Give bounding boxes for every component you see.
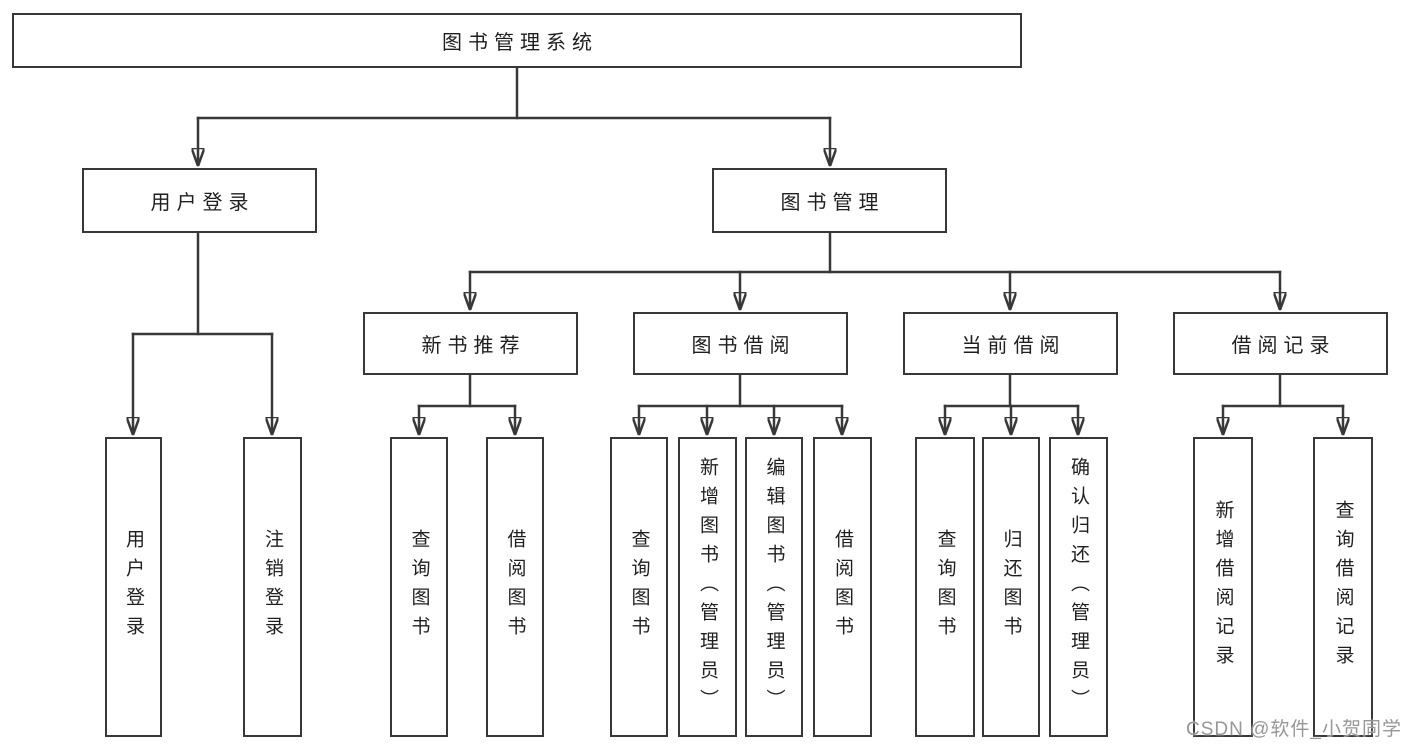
node-label: 查询图书 <box>628 529 650 645</box>
connector-borrowing-records-children <box>1223 373 1343 436</box>
csdn-watermark: CSDN @软件_小贺同学 <box>1186 719 1402 740</box>
leaf-add-borrow-record: 新增借阅记录 <box>1193 437 1253 737</box>
node-label: 当前借阅 <box>961 335 1066 357</box>
leaf-user-login: 用户登录 <box>105 437 162 737</box>
node-label: 查询图书 <box>408 529 430 645</box>
leaf-logout: 注销登录 <box>243 437 302 737</box>
leaf-query-borrow-record: 查询借阅记录 <box>1313 437 1373 737</box>
leaf-confirm-return-admin: 确认归还（管理员） <box>1049 437 1108 737</box>
connector-book-management-children <box>470 231 1280 311</box>
connector-current-borrowing-children <box>945 373 1078 436</box>
leaf-add-book-admin: 新增图书（管理员） <box>678 437 737 737</box>
connector-root-to-level2 <box>198 66 830 167</box>
node-label: 借阅图书 <box>832 529 853 645</box>
node-borrowing-records: 借阅记录 <box>1173 312 1388 375</box>
leaf-edit-book-admin: 编辑图书（管理员） <box>745 437 803 737</box>
connector-new-book-recommendation-children <box>419 373 515 436</box>
node-user-login: 用户登录 <box>82 168 317 233</box>
node-label: 编辑图书（管理员） <box>763 456 785 718</box>
connector-book-borrowing-children <box>639 373 842 436</box>
connector-user-login-children <box>133 231 272 436</box>
node-label: 图书管理系统 <box>442 32 598 54</box>
node-label: 用户登录 <box>150 192 255 214</box>
node-book-borrowing: 图书借阅 <box>633 312 848 375</box>
node-current-borrowing: 当前借阅 <box>903 312 1118 375</box>
node-label: 图书借阅 <box>691 335 796 357</box>
node-label: 确认归还（管理员） <box>1068 456 1089 718</box>
node-label: 图书管理 <box>780 192 885 214</box>
node-label: 借阅图书 <box>504 529 526 645</box>
leaf-borrow-books-recommend: 借阅图书 <box>486 437 544 737</box>
node-label: 新增图书（管理员） <box>697 456 718 718</box>
leaf-query-books-recommend: 查询图书 <box>390 437 448 737</box>
node-book-management: 图书管理 <box>712 168 947 233</box>
node-label: 新书推荐 <box>421 335 526 357</box>
node-library-management-system: 图书管理系统 <box>12 13 1022 68</box>
node-label: 查询图书 <box>934 529 956 645</box>
leaf-query-books-current: 查询图书 <box>915 437 975 737</box>
node-label: 新增借阅记录 <box>1212 500 1234 674</box>
node-label: 用户登录 <box>123 529 144 645</box>
node-new-book-recommendation: 新书推荐 <box>363 312 578 375</box>
node-label: 注销登录 <box>262 529 283 645</box>
leaf-return-books: 归还图书 <box>982 437 1040 737</box>
leaf-query-books-borrowing: 查询图书 <box>610 437 668 737</box>
node-label: 借阅记录 <box>1231 335 1336 357</box>
leaf-borrow-books-borrowing: 借阅图书 <box>813 437 872 737</box>
node-label: 查询借阅记录 <box>1332 500 1354 674</box>
node-label: 归还图书 <box>1000 529 1022 645</box>
